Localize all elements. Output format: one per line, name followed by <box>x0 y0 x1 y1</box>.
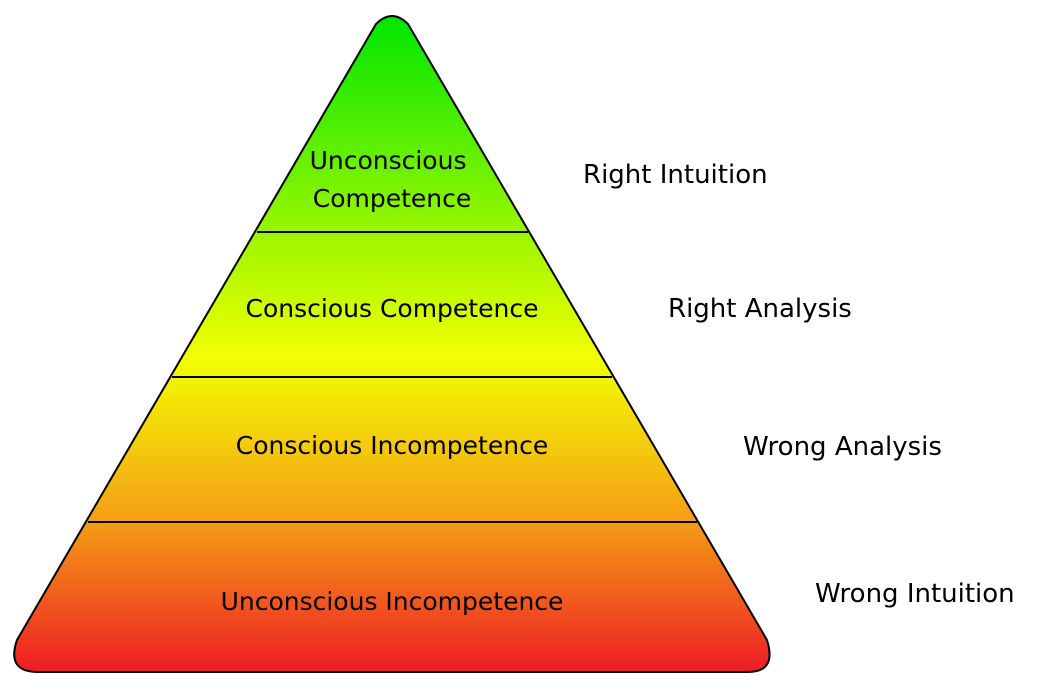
tier-label-conscious-incompetence: Conscious Incompetence <box>236 431 548 460</box>
side-label-right-intuition: Right Intuition <box>583 160 768 190</box>
side-label-wrong-intuition: Wrong Intuition <box>815 579 1015 609</box>
side-label-wrong-analysis: Wrong Analysis <box>743 432 942 462</box>
tier-label-unconscious-competence-line1: Unconscious <box>310 146 467 175</box>
side-label-right-analysis: Right Analysis <box>668 294 852 324</box>
tier-label-conscious-competence: Conscious Competence <box>246 294 539 323</box>
tier-label-unconscious-competence: Unconscious Competence <box>310 146 475 213</box>
pyramid-shape <box>13 15 771 673</box>
tier-label-unconscious-competence-line2: Competence <box>313 184 472 213</box>
tier-label-unconscious-incompetence: Unconscious Incompetence <box>221 587 564 616</box>
